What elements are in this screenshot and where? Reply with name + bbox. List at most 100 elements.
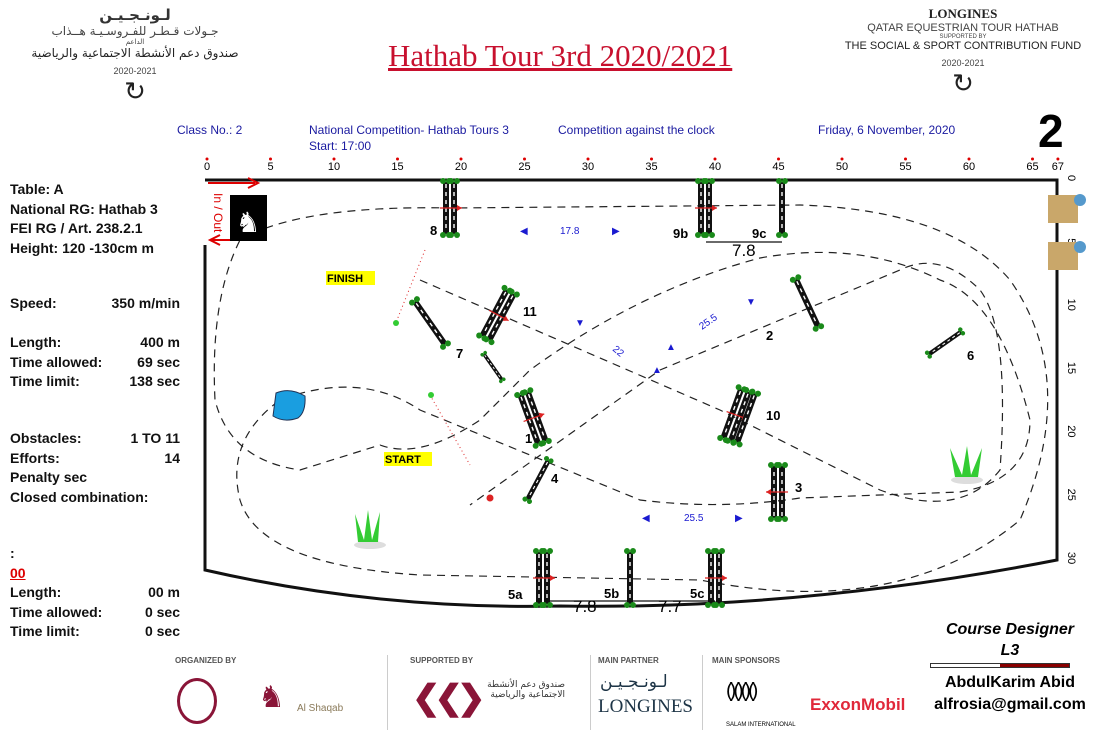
- direction-arrow-icon: ◀: [642, 513, 650, 524]
- logo-text: THE SOCIAL & SPORT CONTRIBUTION FUND: [844, 40, 1082, 52]
- flag-marker: [486, 494, 494, 502]
- divider: [590, 655, 591, 730]
- direction-arrow-icon: ◀: [520, 226, 528, 237]
- longines-arabic: لـونـجـيـن: [600, 672, 668, 692]
- ruler-tick: [459, 157, 463, 161]
- competition-type: Competition against the clock: [558, 123, 715, 137]
- jump-10[interactable]: 10: [716, 383, 780, 449]
- ruler-tick-label: 15: [391, 161, 403, 173]
- jump-9c[interactable]: 9c: [752, 177, 789, 241]
- ruler-tick: [269, 157, 272, 161]
- designer-email[interactable]: alfrosia@gmail.com: [934, 696, 1086, 713]
- direction-arrow-icon: ▲: [666, 342, 676, 353]
- course-details: Table: A National RG: Hathab 3 FEI RG / …: [10, 180, 158, 258]
- jump-8[interactable]: 8: [430, 178, 462, 238]
- national-rg: National RG: Hathab 3: [10, 200, 158, 217]
- ruler-tick-label: 25: [518, 161, 530, 173]
- penalty: Penalty sec: [10, 469, 88, 485]
- ruler-tick: [1031, 157, 1034, 161]
- ruler-tick-label: 50: [836, 161, 848, 173]
- jump-1[interactable]: 1: [513, 386, 554, 450]
- logo-text: جـولات قـطـر للفـروسـيـة هــذاب: [51, 24, 219, 38]
- ruler-tick-label: 15: [1065, 362, 1077, 374]
- jump-label: 1: [525, 431, 532, 446]
- page-title: Hathab Tour 3rd 2020/2021: [388, 38, 733, 73]
- label: Time limit:: [10, 373, 80, 389]
- logo-text: الداعم: [125, 38, 145, 46]
- jump-label: 9b: [673, 226, 688, 241]
- jump-4[interactable]: 4: [520, 454, 559, 506]
- direction-arrow-icon: ▲: [652, 365, 662, 376]
- jumpoff-label: 00: [10, 564, 26, 581]
- competition-name: National Competition- Hathab Tours 3: [309, 123, 509, 137]
- left-logo: لـونـجـيـن جـولات قـطـر للفـروسـيـة هــذ…: [10, 6, 260, 106]
- supported-by-heading: SUPPORTED BY: [410, 656, 474, 665]
- jump-9b[interactable]: 9b: [673, 178, 717, 241]
- salam-label: SALAM INTERNATIONAL: [726, 722, 796, 728]
- height: Height: 120 -130cm m: [10, 239, 154, 256]
- jump-label: 2: [766, 328, 773, 343]
- label: Time allowed:: [10, 603, 103, 620]
- svg-text:♞: ♞: [235, 207, 260, 238]
- ruler-tick-label: 10: [1065, 299, 1077, 311]
- jump-label: 3: [795, 480, 802, 495]
- jump-6[interactable]: 6: [923, 325, 974, 363]
- distance-label: 25.5: [684, 513, 704, 524]
- designer-level: L3: [1000, 642, 1020, 659]
- ruler-tick: [523, 157, 526, 161]
- jump-11[interactable]: 11: [475, 284, 537, 347]
- value: 138 sec: [129, 373, 180, 389]
- ruler-tick-label: 60: [963, 161, 975, 173]
- page-number: 2: [1038, 105, 1064, 157]
- ruler-tick-label: 67: [1052, 161, 1064, 173]
- organized-by-heading: ORGANIZED BY: [175, 656, 237, 665]
- jump-2[interactable]: 2: [766, 272, 826, 343]
- jump-5c[interactable]: 5c: [690, 548, 727, 608]
- jump-5a[interactable]: 5a: [508, 548, 555, 608]
- ruler-tick-label: 20: [455, 161, 467, 173]
- direction-arrow-icon: ▼: [575, 318, 585, 329]
- in-out-label: In / Out: [211, 193, 225, 233]
- direction-arrow-icon: ▶: [612, 226, 620, 237]
- longines-logo: LONGINES: [598, 696, 693, 717]
- ruler-tick: [840, 157, 844, 161]
- course-track: [213, 204, 1049, 592]
- jumpoff-block: : 00 Length:00 m Time allowed:0 sec Time…: [10, 544, 190, 642]
- flag-marker: [428, 392, 434, 398]
- refresh-emblem-icon: ↻: [952, 68, 974, 98]
- direction-arrow-icon: ▶: [735, 513, 743, 524]
- jump-label: 8: [430, 223, 437, 238]
- course-designer-title: Course Designer: [945, 621, 1075, 638]
- label: Length:: [10, 584, 62, 600]
- jump-5b[interactable]: 5b: [604, 547, 637, 609]
- value: 400 m: [140, 334, 180, 350]
- value: 69 sec: [137, 353, 180, 370]
- arena-boundary: [203, 178, 1059, 608]
- jump-3[interactable]: 3: [766, 462, 802, 522]
- jump-label: 6: [967, 348, 974, 363]
- ruler-tick: [777, 157, 780, 161]
- distance-markers: [545, 241, 782, 602]
- label: Obstacles:: [10, 430, 82, 446]
- designer-name: AbdulKarim Abid: [944, 674, 1076, 691]
- finish-line: [394, 249, 426, 326]
- refresh-emblem-icon: ↻: [124, 76, 146, 106]
- divider: [387, 655, 388, 730]
- ruler-tick-label: 0: [204, 161, 210, 173]
- judges-icon: [1048, 194, 1086, 270]
- ruler-tick: [586, 157, 590, 161]
- main-sponsors-heading: MAIN SPONSORS: [712, 656, 781, 665]
- logo-year: 2020-2021: [113, 66, 157, 76]
- fei-rg: FEI RG / Art. 238.2.1: [10, 220, 143, 236]
- jump-7-element[interactable]: [479, 349, 507, 385]
- jump-7[interactable]: 7: [407, 294, 463, 361]
- ruler-tick-label: 30: [1065, 552, 1077, 564]
- in-out-arrows: [207, 177, 261, 246]
- ruler-tick-label: 45: [772, 161, 784, 173]
- label: Efforts:: [10, 449, 60, 466]
- table-label: Table: A: [10, 181, 64, 197]
- logo-text: LONGINES: [928, 6, 998, 21]
- horse-rider-icon: ♞: [230, 195, 267, 241]
